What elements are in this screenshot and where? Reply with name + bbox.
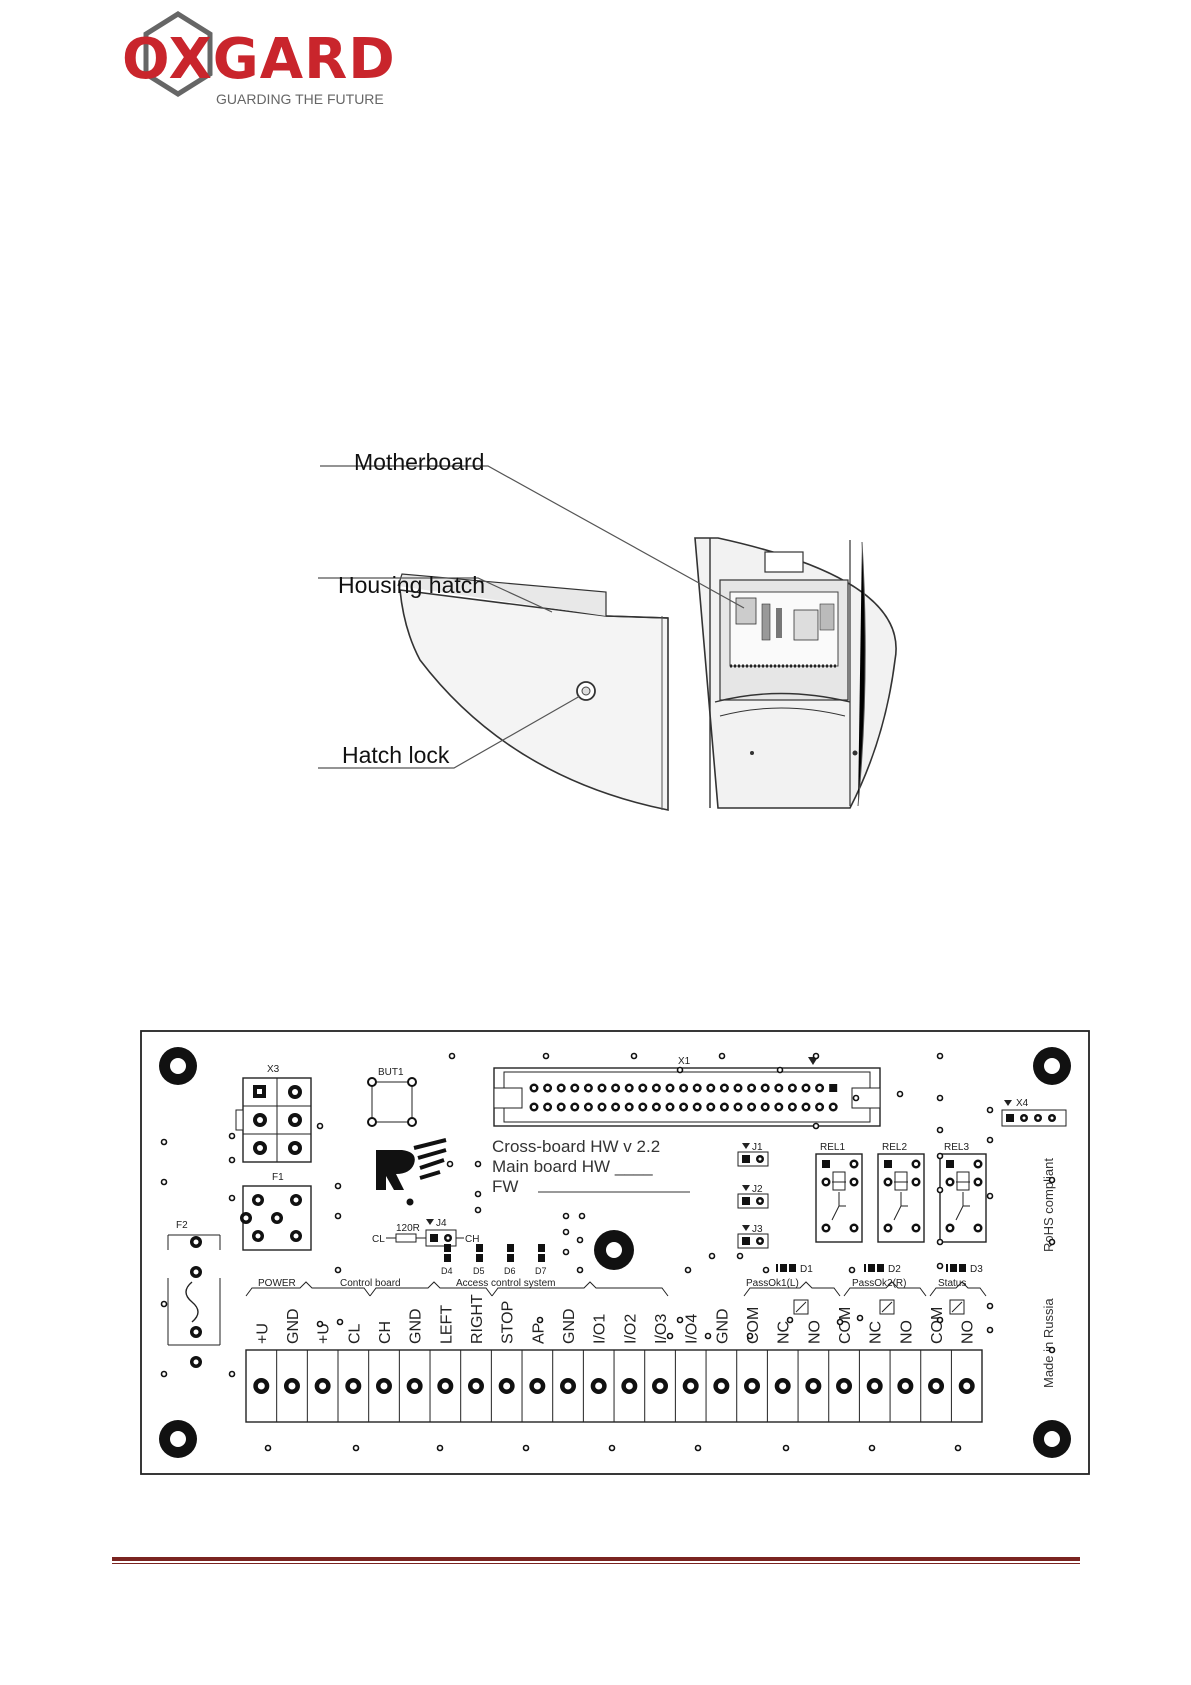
group-passok2: PassOk2(R) (852, 1278, 906, 1289)
terminal-label: +U (254, 1323, 271, 1344)
terminal-label: GND (408, 1308, 425, 1344)
d1-label: D1 (800, 1264, 813, 1275)
logo-tagline: GUARDING THE FUTURE (216, 91, 384, 107)
f2-fuse-holder (167, 1234, 221, 1368)
group-power: POWER (258, 1278, 296, 1289)
j1-label: J1 (752, 1142, 763, 1153)
res-label: 120R (396, 1223, 420, 1234)
x4-connector: X4 (1001, 1098, 1067, 1127)
cl-label: CL (372, 1234, 385, 1245)
j2-label: J2 (752, 1184, 763, 1195)
d6-label: D6 (504, 1266, 516, 1276)
d3-label: D3 (970, 1264, 983, 1275)
terminal-label: STOP (500, 1301, 517, 1344)
group-status: Status (938, 1278, 966, 1289)
terminal-label: LEFT (438, 1305, 455, 1344)
footer-rule (112, 1557, 1080, 1561)
terminal-label: I/O4 (684, 1314, 701, 1344)
hatch-figure (310, 440, 930, 820)
terminal-label: I/O2 (622, 1314, 639, 1344)
relay-contact-symbols (793, 1299, 965, 1315)
j3-label: J3 (752, 1224, 763, 1235)
group-brackets (245, 1281, 987, 1297)
terminal-label: NO (898, 1320, 915, 1344)
made-in-label: Made in Russia (1041, 1298, 1056, 1388)
x1-label: X1 (678, 1056, 691, 1067)
d4-label: D4 (441, 1266, 453, 1276)
jumpers-j1-j3: J1 J2 J3 (737, 1142, 769, 1249)
manufacturer-mark (376, 1138, 447, 1206)
terminal-label: COM (837, 1307, 854, 1344)
terminal-label: NO (960, 1320, 977, 1344)
terminal-label: GND (285, 1308, 302, 1344)
rel2-label: REL2 (882, 1142, 907, 1153)
x3-connector (235, 1077, 312, 1163)
group-access-control: Access control system (456, 1278, 555, 1289)
board-title-line1: Cross-board HW v 2.2 (492, 1137, 660, 1156)
group-passok1: PassOk1(L) (746, 1278, 799, 1289)
terminal-label: I/O1 (592, 1314, 609, 1344)
f1-label: F1 (272, 1172, 284, 1183)
relays (815, 1153, 987, 1243)
terminal-label: CL (346, 1323, 363, 1344)
rohs-label: RoHS compliant (1041, 1158, 1056, 1252)
terminal-label: NO (806, 1320, 823, 1344)
pcb-diagram: X3 BUT1 F1 (140, 1030, 1090, 1475)
logo-wordmark: OXGARD (122, 27, 396, 92)
callout-hatch-lock: Hatch lock (342, 742, 450, 768)
terminal-label: COM (929, 1307, 946, 1344)
callout-motherboard: Motherboard (354, 449, 485, 475)
f1-fuse-holder (240, 1185, 312, 1251)
terminal-label: NC (776, 1321, 793, 1344)
terminals: +U GND +U CL CH GND LEFT RIGHT STOP AP GND I/O1 I/O2… (253, 1294, 977, 1422)
footer-rule-thin (112, 1563, 1080, 1564)
vias (160, 1052, 1056, 1452)
leds-d1-d3: D1 D2 D3 (776, 1264, 983, 1275)
d7-label: D7 (535, 1266, 547, 1276)
x4-label: X4 (1016, 1098, 1029, 1109)
d5-label: D5 (473, 1266, 485, 1276)
d2-label: D2 (888, 1264, 901, 1275)
terminal-label: COM (745, 1307, 762, 1344)
but1-button (367, 1077, 417, 1127)
company-logo: OXGARD GUARDING THE FUTURE (118, 8, 398, 108)
leds-d4-d7: D4 D5 D6 D7 (441, 1244, 547, 1276)
terminal-label: RIGHT (469, 1294, 486, 1344)
rel1-label: REL1 (820, 1142, 845, 1153)
x1-connector (493, 1057, 881, 1127)
board-title-line2: Main board HW ____ (492, 1157, 653, 1176)
group-control-board: Control board (340, 1278, 401, 1289)
board-title-line3: FW (492, 1177, 518, 1196)
j4-jumper: CL 120R J4 CH (372, 1218, 479, 1247)
mounting-holes (159, 1047, 1071, 1458)
f2-label: F2 (176, 1220, 188, 1231)
j4-label: J4 (436, 1218, 447, 1229)
terminal-label: GND (561, 1308, 578, 1344)
terminal-label: I/O3 (653, 1314, 670, 1344)
callout-housing-hatch: Housing hatch (338, 572, 486, 598)
but1-label: BUT1 (378, 1067, 404, 1078)
ch-label: CH (465, 1234, 479, 1245)
terminal-label: CH (377, 1321, 394, 1344)
terminal-label: +U (316, 1323, 333, 1344)
rel3-label: REL3 (944, 1142, 969, 1153)
x3-label: X3 (267, 1064, 280, 1075)
terminal-label: NC (868, 1321, 885, 1344)
terminal-label: GND (714, 1308, 731, 1344)
terminal-label: AP (530, 1323, 547, 1344)
logo-mark (143, 11, 213, 97)
